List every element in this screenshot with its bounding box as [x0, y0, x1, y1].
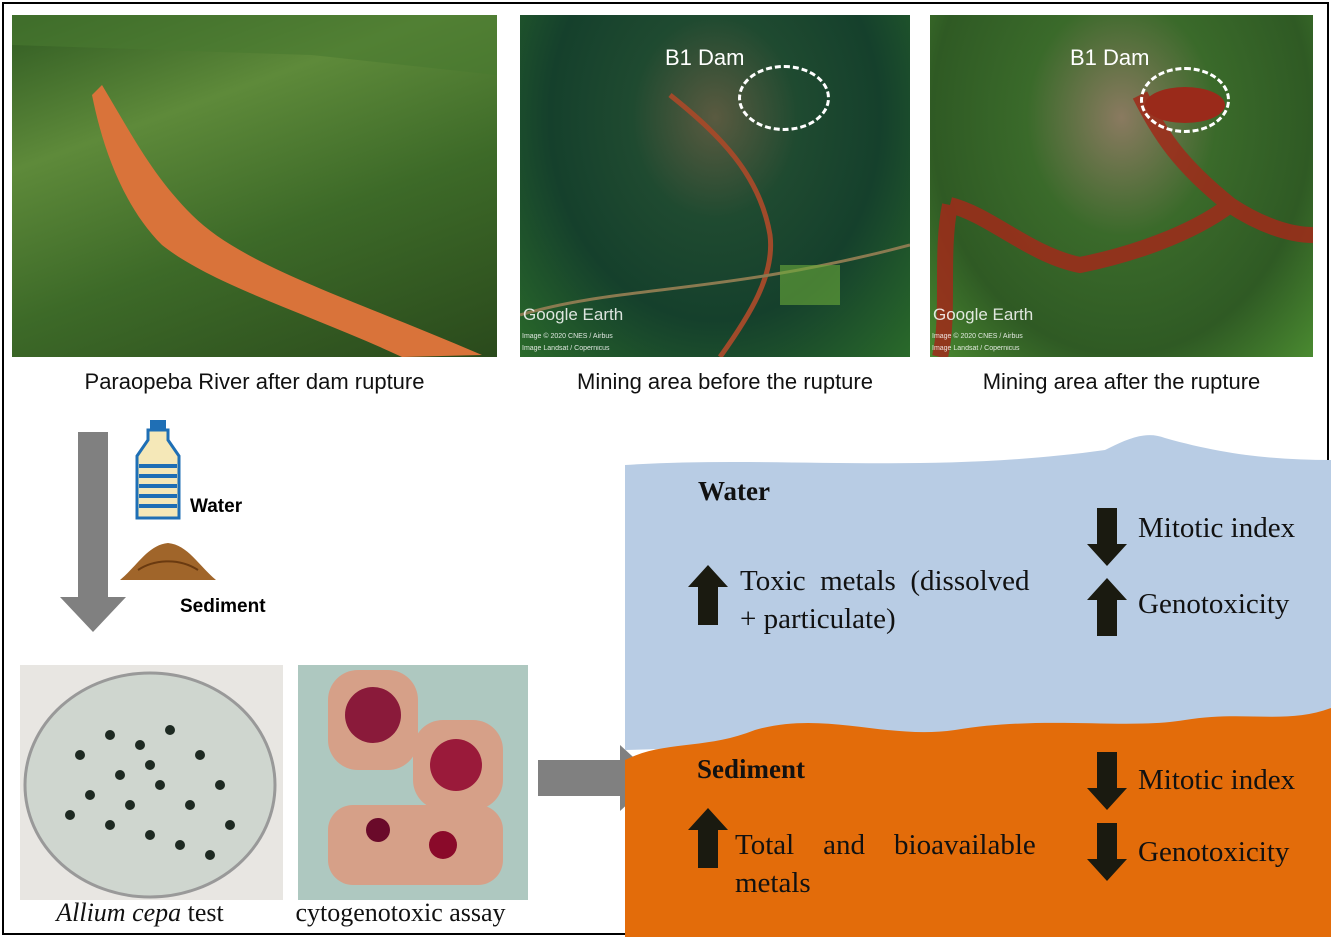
- up-arrow-icon: [1087, 578, 1127, 636]
- credit: Image Landsat / Copernicus: [932, 345, 1020, 352]
- allium-species: Allium cepa: [56, 898, 182, 927]
- sediment-geno: Genotoxicity: [1138, 836, 1290, 868]
- river-caption: Paraopeba River after dam rupture: [84, 369, 425, 394]
- river-shape: [12, 15, 497, 357]
- cyto-caption: cytogenotoxic assay: [295, 898, 506, 927]
- river-photo: [12, 15, 497, 357]
- sediment-pile-icon: [120, 543, 216, 580]
- after-photo: B1 Dam Google Earth Image © 2020 CNES / …: [930, 15, 1313, 357]
- metals-line: Toxic metals (dissolved: [740, 565, 1030, 597]
- dam-highlight: [1140, 67, 1230, 133]
- down-arrow-icon: [1087, 823, 1127, 881]
- water-layer: [625, 435, 1331, 750]
- down-arrow-icon: [1087, 752, 1127, 810]
- dam-label: B1 Dam: [665, 45, 745, 70]
- sediment-label: Sediment: [180, 596, 266, 617]
- terrain: [520, 93, 910, 357]
- petri-dish-photo: [20, 665, 283, 900]
- credit: Image © 2020 CNES / Airbus: [522, 333, 613, 340]
- seeds: [23, 671, 277, 899]
- sediment-title: Sediment: [697, 754, 805, 784]
- sediment-layer: [625, 708, 1331, 937]
- water-metals: Toxic metals (dissolved + particulate): [740, 562, 1030, 638]
- before-photo: B1 Dam Google Earth Image © 2020 CNES / …: [520, 15, 910, 357]
- metals-line: metals: [735, 867, 811, 899]
- after-caption: Mining area after the rupture: [982, 369, 1261, 394]
- water-mitotic: Mitotic index: [1138, 512, 1296, 544]
- cells: [328, 670, 503, 885]
- cell-micrograph: [298, 665, 528, 900]
- watermark: Google Earth: [523, 305, 624, 324]
- sediment-mitotic: Mitotic index: [1138, 764, 1296, 796]
- watermark: Google Earth: [933, 305, 1034, 324]
- before-caption: Mining area before the rupture: [577, 369, 873, 394]
- water-label: Water: [190, 496, 243, 517]
- water-title: Water: [698, 476, 770, 506]
- metals-line: + particulate): [740, 603, 896, 635]
- up-arrow-icon: [688, 808, 728, 868]
- down-arrow-icon: [1087, 508, 1127, 566]
- sediment-metals: Total and bioavailable metals: [735, 826, 1036, 902]
- allium-caption: Allium cepa test: [20, 898, 260, 928]
- down-arrow-icon: [60, 432, 126, 632]
- allium-test: test: [181, 898, 224, 927]
- credit: Image Landsat / Copernicus: [522, 345, 610, 352]
- results-panel: [625, 435, 1331, 937]
- dam-label: B1 Dam: [1070, 45, 1150, 70]
- dam-highlight: [738, 65, 830, 131]
- credit: Image © 2020 CNES / Airbus: [932, 333, 1023, 340]
- up-arrow-icon: [688, 565, 728, 625]
- metals-line: Total and bioavailable: [735, 829, 1036, 861]
- water-geno: Genotoxicity: [1138, 588, 1290, 620]
- water-bottle-icon: [135, 420, 181, 520]
